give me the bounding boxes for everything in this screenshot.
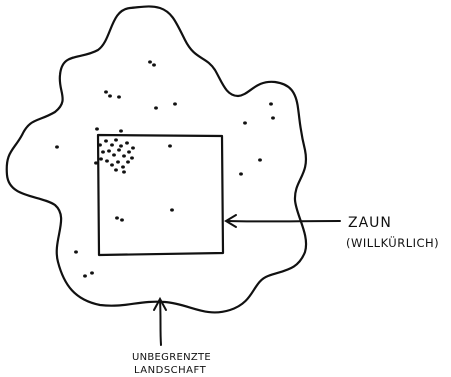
dot — [112, 153, 116, 156]
dot — [126, 160, 130, 163]
dot — [168, 144, 172, 147]
fence-label: ZAUN — [348, 215, 392, 231]
dot — [108, 94, 112, 97]
dot — [94, 161, 98, 164]
dot — [127, 150, 131, 153]
fence-square — [98, 135, 223, 255]
dot — [120, 218, 124, 221]
dot — [119, 144, 123, 147]
dot — [99, 157, 103, 160]
dot — [122, 154, 126, 157]
dot — [122, 170, 126, 173]
fence-arrow — [226, 215, 340, 227]
dot — [107, 149, 111, 152]
dot — [105, 159, 109, 162]
dot — [130, 156, 134, 159]
dot — [98, 143, 102, 146]
dot — [83, 274, 87, 277]
dot — [119, 129, 123, 132]
dot — [154, 106, 158, 109]
dot — [117, 95, 121, 98]
landscape-arrow — [154, 299, 166, 345]
dot — [104, 139, 108, 142]
dot — [55, 145, 59, 148]
fence-label-sub: (WILLKÜRLICH) — [346, 234, 439, 250]
dot — [243, 121, 247, 124]
dot — [152, 63, 156, 66]
dot — [121, 165, 125, 168]
dot — [114, 138, 118, 141]
dot — [117, 148, 121, 151]
dot — [170, 208, 174, 211]
dot — [110, 163, 114, 166]
dot — [95, 127, 99, 130]
dot — [101, 150, 105, 153]
dot — [116, 160, 120, 163]
individual-dots — [55, 60, 275, 277]
dot — [110, 143, 114, 146]
dot — [74, 250, 78, 253]
dot — [271, 116, 275, 119]
dot — [239, 172, 243, 175]
dot — [114, 168, 118, 171]
dot — [125, 141, 129, 144]
dot — [258, 158, 262, 161]
dot — [148, 60, 152, 63]
dot — [131, 146, 135, 149]
dot — [269, 102, 273, 105]
dot — [173, 102, 177, 105]
dot — [115, 216, 119, 219]
landscape-label-sub: LANDSCHAFT — [134, 365, 207, 376]
dot — [104, 90, 108, 93]
landscape-label: UNBEGRENZTE — [132, 352, 211, 363]
dot — [90, 271, 94, 274]
